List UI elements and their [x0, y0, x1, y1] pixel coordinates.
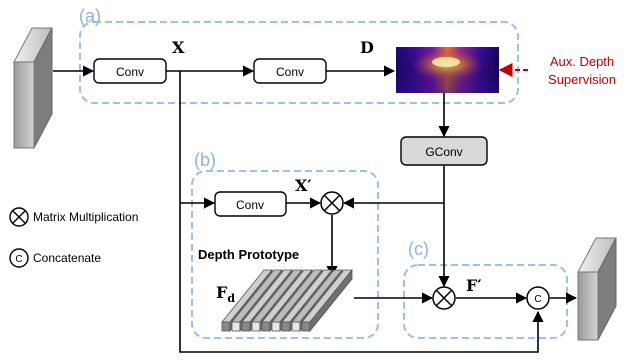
conv-block-3-label: Conv — [236, 198, 264, 212]
gconv-block-label: GConv — [425, 145, 462, 159]
region-a-box — [79, 21, 519, 104]
conv-block-2-label: Conv — [276, 65, 304, 79]
symbol-f-d: Fd — [216, 283, 235, 305]
matrix-mult-legend-label: Matrix Multiplication — [33, 210, 138, 224]
symbol-d: D — [360, 38, 374, 57]
region-c-label: (c) — [408, 239, 429, 259]
depth-prototype-label: Depth Prototype — [198, 247, 299, 262]
matrix-mult-node-1 — [320, 191, 344, 215]
conv-block-2: Conv — [253, 58, 327, 84]
concat-legend-icon: C — [9, 248, 29, 268]
aux-depth-label-line2: Supervision — [548, 72, 616, 87]
region-b-box — [191, 170, 379, 339]
concat-legend-label: Concatenate — [33, 251, 101, 265]
aux-depth-label-line1: Aux. Depth — [550, 54, 614, 69]
matrix-mult-node-2 — [432, 286, 456, 310]
concat-legend-icon-label: C — [15, 254, 22, 265]
symbol-x: X — [172, 38, 185, 57]
symbol-f-prime: F′ — [466, 276, 482, 295]
legend: Matrix Multiplication C Concatenate — [9, 207, 138, 268]
region-a-label: (a) — [79, 6, 101, 26]
depth-prototype-bars — [221, 268, 353, 333]
conv-block-3: Conv — [214, 191, 287, 217]
concat-node: C — [526, 286, 550, 310]
gconv-block: GConv — [400, 136, 488, 166]
region-b-label: (b) — [194, 150, 216, 170]
input-feature-slab — [13, 27, 53, 149]
matrix-mult-legend-icon — [9, 207, 29, 227]
depth-map-image — [396, 47, 499, 93]
output-feature-slab — [577, 237, 617, 341]
symbol-f-d-main: F — [216, 283, 228, 302]
conv-block-1: Conv — [93, 58, 167, 84]
skip-connection-x — [179, 71, 544, 353]
concat-node-label: C — [534, 294, 541, 305]
symbol-x-prime: X′ — [295, 176, 312, 195]
conv-block-1-label: Conv — [116, 65, 144, 79]
prototype-bar-9 — [301, 268, 353, 333]
symbol-f-d-sub: d — [227, 292, 235, 305]
